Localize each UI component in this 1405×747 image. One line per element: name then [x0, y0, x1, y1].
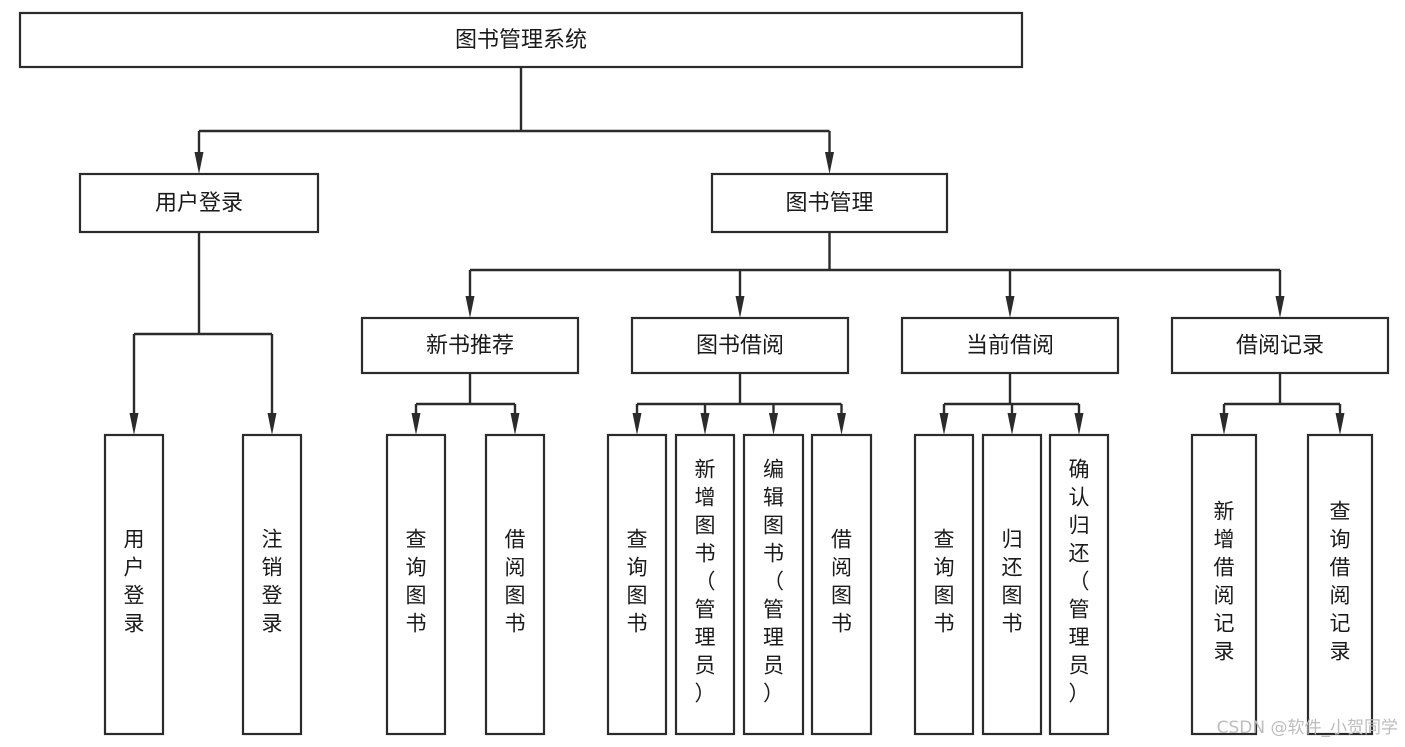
node-label: 借阅图书 [831, 527, 852, 635]
arrow-head-icon [129, 413, 139, 435]
leaf-node-11[interactable]: 新增借阅记录 [1190, 433, 1258, 736]
leaf-node-7[interactable]: 借阅图书 [810, 433, 873, 736]
leaf-node-9[interactable]: 归还图书 [981, 433, 1043, 736]
level3-node-1[interactable]: 图书借阅 [630, 316, 850, 375]
node-label: 借阅记录 [1236, 334, 1324, 359]
node-box-l3-3[interactable] [1170, 316, 1390, 375]
arrow-head-icon [510, 413, 520, 435]
level3-node-0[interactable]: 新书推荐 [360, 316, 580, 375]
node-box-l3-0[interactable] [360, 316, 580, 375]
leaf-node-1[interactable]: 注销登录 [241, 433, 303, 736]
level3-node-2[interactable]: 当前借阅 [900, 316, 1120, 375]
arrow-head-icon [1007, 413, 1017, 435]
node-box-leaf-0[interactable] [103, 433, 165, 736]
node-label: 查询图书 [406, 527, 427, 635]
node-box-leaf-2[interactable] [385, 433, 447, 736]
node-box-leaf-8[interactable] [913, 433, 975, 736]
leaf-node-8[interactable]: 查询图书 [913, 433, 975, 736]
leaf-node-2[interactable]: 查询图书 [385, 433, 447, 736]
node-box-leaf-10[interactable] [1048, 433, 1110, 736]
node-label: 当前借阅 [966, 334, 1054, 359]
node-label: 图书借阅 [696, 334, 784, 359]
arrow-head-icon [1219, 413, 1229, 435]
arrow-head-icon [769, 413, 778, 435]
csdn-watermark: CSDN @软件_小贺同学 [1217, 718, 1398, 738]
node-label: 查询图书 [934, 527, 955, 635]
node-label: 注销登录 [262, 527, 283, 635]
arrow-head-icon [825, 152, 834, 174]
node-label: 新增图书（管理员） [695, 457, 716, 705]
arrow-head-icon [1335, 413, 1345, 435]
arrow-head-icon [1275, 296, 1285, 318]
node-label: 新书推荐 [426, 334, 514, 359]
node-label: 用户登录 [155, 191, 243, 216]
node-label: 确认归还（管理员） [1069, 457, 1090, 705]
node-box-leaf-9[interactable] [981, 433, 1043, 736]
node-box-leaf-7[interactable] [810, 433, 873, 736]
arrow-head-icon [700, 413, 710, 435]
leaf-node-5[interactable]: 新增图书（管理员） [674, 433, 736, 736]
node-box-l3-2[interactable] [900, 316, 1120, 375]
arrow-head-icon [411, 413, 421, 435]
node-box-leaf-5[interactable] [674, 433, 736, 736]
node-label: 新增借阅记录 [1214, 499, 1235, 663]
node-box-root[interactable] [18, 11, 1024, 69]
leaf-node-10[interactable]: 确认归还（管理员） [1048, 433, 1110, 736]
node-label: 用户登录 [124, 527, 145, 635]
node-box-leaf-3[interactable] [484, 433, 546, 736]
arrow-head-icon [837, 413, 846, 435]
node-box-leaf-12[interactable] [1306, 433, 1374, 736]
level2-node-1[interactable]: 图书管理 [710, 172, 949, 234]
arrow-head-icon [735, 296, 745, 318]
leaf-node-4[interactable]: 查询图书 [606, 433, 668, 736]
node-box-l3-1[interactable] [630, 316, 850, 375]
node-box-l2-0[interactable] [78, 172, 320, 234]
node-label: 图书管理系统 [455, 28, 587, 53]
level2-node-0[interactable]: 用户登录 [78, 172, 320, 234]
leaf-node-6[interactable]: 编辑图书（管理员） [742, 433, 805, 736]
connectors-layer [129, 67, 1345, 435]
node-box-leaf-4[interactable] [606, 433, 668, 736]
node-label: 编辑图书（管理员） [763, 457, 784, 705]
arrow-head-icon [465, 296, 475, 318]
arrow-head-icon [267, 413, 277, 435]
leaf-node-0[interactable]: 用户登录 [103, 433, 165, 736]
arrow-head-icon [939, 413, 949, 435]
node-label: 查询借阅记录 [1330, 499, 1351, 663]
arrow-head-icon [1074, 413, 1084, 435]
node-label: 图书管理 [785, 191, 873, 216]
arrow-head-icon [194, 152, 204, 174]
node-box-l2-1[interactable] [710, 172, 949, 234]
leaf-node-12[interactable]: 查询借阅记录 [1306, 433, 1374, 736]
arrow-head-icon [632, 413, 642, 435]
root-node-system[interactable]: 图书管理系统 [18, 11, 1024, 69]
level3-node-3[interactable]: 借阅记录 [1170, 316, 1390, 375]
node-label: 归还图书 [1002, 527, 1023, 635]
node-label: 查询图书 [627, 527, 648, 635]
node-box-leaf-6[interactable] [742, 433, 805, 736]
node-box-leaf-1[interactable] [241, 433, 303, 736]
node-box-leaf-11[interactable] [1190, 433, 1258, 736]
boxes-layer: 图书管理系统用户登录图书管理新书推荐图书借阅当前借阅借阅记录用户登录注销登录查询… [18, 11, 1390, 736]
node-label: 借阅图书 [505, 527, 526, 635]
leaf-node-3[interactable]: 借阅图书 [484, 433, 546, 736]
arrow-head-icon [1005, 296, 1015, 318]
